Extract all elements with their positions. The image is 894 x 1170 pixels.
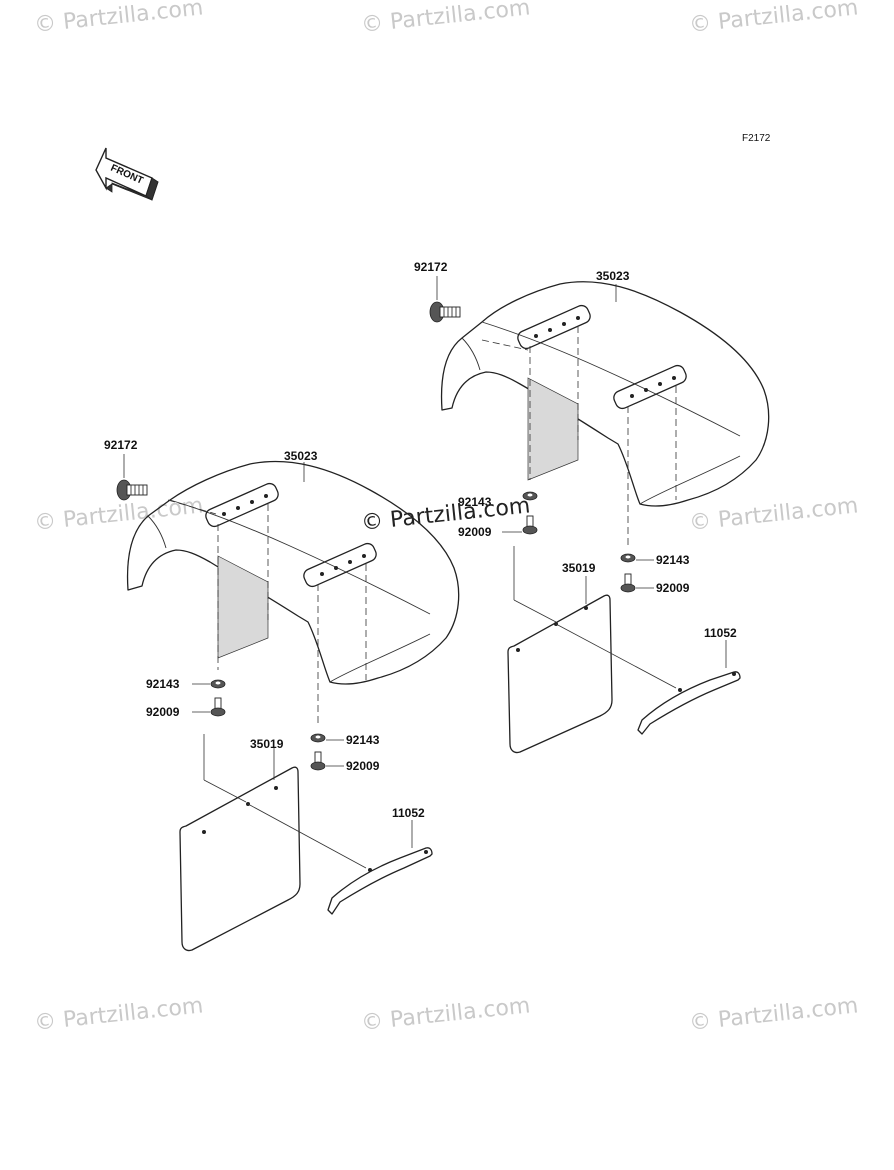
left-mudflap [179, 766, 301, 952]
right-bracket [637, 671, 741, 735]
left-bolt-92172-icon [116, 479, 148, 501]
callout-left-fender: 35023 [284, 449, 318, 463]
callout-right-fender: 35023 [596, 269, 630, 283]
front-arrow-icon: FRONT [95, 147, 159, 201]
callout-right-bolt-b: 92009 [656, 581, 690, 595]
watermark-text: © Partzilla.com [688, 0, 859, 38]
left-mount-pad-rear [303, 542, 377, 588]
right-bolt-b-icon [620, 573, 636, 593]
callout-left-bracket: 11052 [392, 806, 425, 820]
left-bracket [327, 847, 433, 915]
left-bolt-a-icon [210, 697, 226, 717]
left-washer-a-icon [210, 679, 226, 689]
callout-left-bolt-b: 92009 [346, 759, 380, 773]
callout-left-mudflap: 35019 [250, 737, 284, 751]
left-mount-pad-front [205, 482, 279, 528]
right-mount-pad-front [517, 304, 591, 350]
right-fender-body [440, 281, 770, 507]
right-washer-a-icon [522, 491, 538, 501]
callout-right-washer-b: 92143 [656, 553, 690, 567]
watermark-text: © Partzilla.com [688, 993, 859, 1036]
callout-right-bolt: 92172 [414, 260, 448, 274]
callout-left-bolt-a: 92009 [146, 705, 180, 719]
watermark-text: © Partzilla.com [33, 0, 204, 38]
left-washer-b-icon [310, 733, 326, 743]
watermark-text: © Partzilla.com [360, 0, 531, 38]
right-fender-assembly: 92172 35023 92143 92009 92143 92009 [414, 260, 770, 754]
callout-left-washer-b: 92143 [346, 733, 380, 747]
right-bolt-a-icon [522, 515, 538, 535]
callout-right-bracket: 11052 [704, 626, 737, 640]
right-bolt-92172-icon [429, 301, 461, 323]
callout-right-bolt-a: 92009 [458, 525, 492, 539]
watermark-text: © Partzilla.com [33, 993, 204, 1036]
right-washer-b-icon [620, 553, 636, 563]
right-mudflap [507, 594, 613, 754]
watermark-text: © Partzilla.com [360, 993, 531, 1036]
callout-left-washer-a: 92143 [146, 677, 180, 691]
figure-code: F2172 [742, 133, 771, 144]
left-fender-body [126, 460, 460, 685]
watermark-text: © Partzilla.com [33, 493, 204, 536]
watermark-text: © Partzilla.com [688, 493, 859, 536]
left-fender-assembly: 92172 35023 92143 92009 92143 92009 [104, 438, 460, 952]
callout-right-mudflap: 35019 [562, 561, 596, 575]
callout-right-washer-a: 92143 [458, 495, 492, 509]
right-mount-pad-rear [613, 364, 687, 410]
callout-left-bolt: 92172 [104, 438, 138, 452]
left-bolt-b-icon [310, 751, 326, 771]
